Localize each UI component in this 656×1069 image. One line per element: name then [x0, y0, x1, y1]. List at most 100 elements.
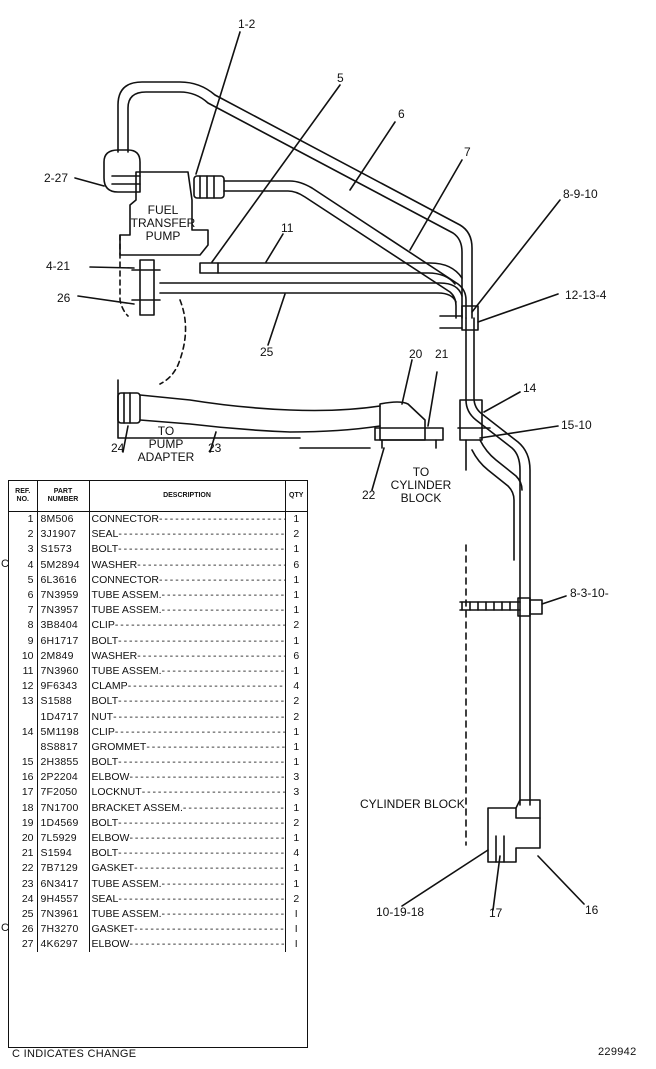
description-text: BOLT — [91, 634, 119, 647]
description-text: BOLT — [91, 847, 119, 860]
qty-cell: 1 — [293, 801, 300, 814]
description-cell: TUBE ASSEM.- - - - - - - - - - - - - - -… — [89, 663, 286, 680]
callout-12-13-4: 12-13-4 — [565, 288, 607, 302]
leader-dashes: - - - - - - - - - - - - - - - - - - - - … — [118, 528, 284, 541]
description-text: BOLT — [91, 695, 119, 708]
elbow-2-27 — [103, 149, 141, 193]
description-cell: TUBE ASSEM.- - - - - - - - - - - - - - -… — [89, 876, 286, 892]
description-cell: CLIP- - - - - - - - - - - - - - - - - - … — [89, 618, 286, 634]
fuel-transfer-pump-label: FUEL TRANSFER PUMP — [130, 203, 196, 243]
description-cell: BOLT- - - - - - - - - - - - - - - - - - … — [89, 846, 286, 862]
leader-dashes: - - - - - - - - - - - - - - - - - - - - … — [137, 649, 284, 662]
callout-23: 23 — [208, 441, 222, 455]
description-cell: BOLT- - - - - - - - - - - - - - - - - - … — [89, 815, 286, 831]
tube-25 — [159, 282, 463, 297]
clip-8 — [461, 305, 479, 331]
qty-cell: 4 — [293, 680, 300, 693]
description-cell: CLAMP- - - - - - - - - - - - - - - - - -… — [89, 679, 286, 695]
leader-dashes: - - - - - - - - - - - - - - - - - - - - … — [129, 771, 285, 784]
callout-17: 17 — [489, 906, 503, 920]
description-cell: BRACKET ASSEM.- - - - - - - - - - - - - … — [89, 800, 286, 816]
ref-cell: 9 — [9, 633, 38, 649]
flange-22 — [374, 427, 444, 441]
leader-dashes: - - - - - - - - - - - - - - - - - - - - … — [114, 619, 285, 632]
ref-cell: 5 — [9, 572, 38, 588]
part-number-cell: 3B8404 — [37, 618, 90, 634]
leader-dashes: - - - - - - - - - - - - - - - - - - - - … — [137, 558, 284, 571]
description-text: NUT — [91, 710, 114, 723]
leader-dashes: - - - - - - - - - - - - - - - - - - - - … — [134, 862, 284, 875]
description-text: BOLT — [91, 816, 119, 829]
ref-cell: 10 — [9, 648, 38, 664]
qty-cell: 1 — [293, 513, 300, 526]
description-text: BOLT — [91, 756, 119, 769]
ref-cell: 3 — [9, 542, 38, 558]
bracket-16 — [487, 807, 541, 863]
callout-26: 26 — [57, 291, 71, 305]
description-text: LOCKNUT — [91, 786, 142, 799]
change-indicator-note: C INDICATES CHANGE — [12, 1048, 137, 1060]
description-text: ELBOW — [91, 771, 130, 784]
tube-6 — [117, 81, 473, 319]
callout-22: 22 — [362, 488, 376, 502]
tube-vertical-1 — [465, 317, 521, 806]
part-number-cell: 8S8817 — [37, 739, 90, 755]
description-text: CLAMP — [91, 680, 128, 693]
qty-cell: 1 — [293, 543, 300, 556]
callout-25: 25 — [260, 345, 274, 359]
description-cell: WASHER- - - - - - - - - - - - - - - - - … — [89, 648, 286, 664]
ref-cell: 11 — [9, 663, 38, 680]
ref-cell: 14 — [9, 724, 38, 740]
part-number-cell: 7L5929 — [37, 830, 90, 847]
part-number-cell: 6N3417 — [37, 876, 90, 892]
description-cell: ELBOW- - - - - - - - - - - - - - - - - -… — [89, 937, 286, 953]
ref-cell: 24 — [9, 891, 38, 907]
part-number-cell: S1594 — [37, 846, 90, 862]
description-cell: GASKET- - - - - - - - - - - - - - - - - … — [89, 861, 286, 877]
leader-dashes: - - - - - - - - - - - - - - - - - - - - … — [134, 923, 284, 936]
description-cell: TUBE ASSEM.- - - - - - - - - - - - - - -… — [89, 603, 286, 619]
ref-cell: 2 — [9, 527, 38, 543]
leader-dashes: - - - - - - - - - - - - - - - - - - - - … — [129, 832, 285, 845]
callout-1-2: 1-2 — [238, 17, 256, 31]
part-number-cell: 7H3270 — [37, 922, 90, 938]
ref-cell: 19 — [9, 815, 38, 831]
part-number-cell: 8M506 — [37, 511, 90, 528]
qty-cell: 4 — [293, 847, 300, 860]
leader-dashes: - - - - - - - - - - - - - - - - - - - - … — [161, 877, 284, 890]
qty-cell: 1 — [293, 877, 300, 890]
callout-6: 6 — [398, 107, 405, 121]
leader-dashes: - - - - - - - - - - - - - - - - - - - - … — [118, 892, 284, 905]
ref-cell: 7 — [9, 603, 38, 619]
ref-cell: 12 — [9, 679, 38, 695]
qty-cell: 2 — [293, 816, 300, 829]
fitting-1-2 — [193, 175, 225, 199]
ref-cell: 6 — [9, 587, 38, 604]
leader-dashes: - - - - - - - - - - - - - - - - - - - - … — [118, 756, 284, 769]
callout-11: 11 — [281, 221, 294, 235]
header-qty: QTY — [285, 481, 307, 512]
elbow-20 — [379, 401, 426, 441]
description-cell: SEAL- - - - - - - - - - - - - - - - - - … — [89, 891, 286, 907]
header-part-number: PART NUMBER — [37, 481, 90, 512]
description-text: TUBE ASSEM. — [91, 589, 162, 602]
description-cell: SEAL- - - - - - - - - - - - - - - - - - … — [89, 527, 286, 543]
leader-dashes: - - - - - - - - - - - - - - - - - - - - … — [161, 907, 284, 920]
header-description: DESCRIPTION — [89, 481, 286, 512]
description-cell: BOLT- - - - - - - - - - - - - - - - - - … — [89, 633, 286, 649]
to-cylinder-block-label: TO CYLINDER BLOCK — [390, 465, 452, 505]
ref-cell: 20 — [9, 830, 38, 847]
leader-dashes: - - - - - - - - - - - - - - - - - - - - … — [113, 710, 285, 723]
header-ref-no: REF. NO. — [9, 481, 38, 512]
